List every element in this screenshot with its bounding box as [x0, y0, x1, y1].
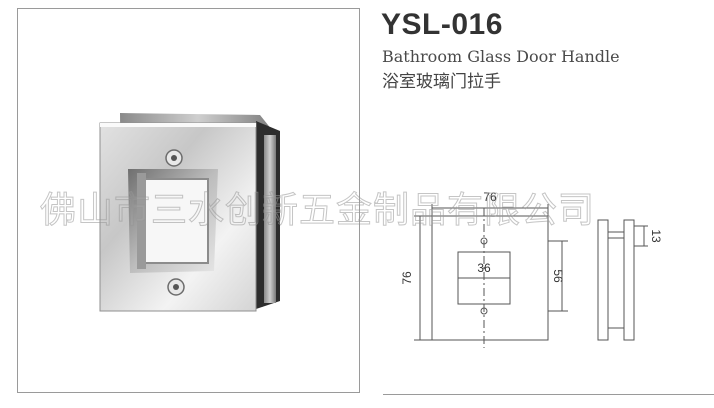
front-plate-top-highlight	[100, 123, 256, 127]
bottom-screw-icon	[167, 278, 185, 296]
drawing-front-plate	[431, 215, 549, 341]
dim-height-label: 76	[400, 271, 414, 285]
product-photo-frame	[17, 8, 360, 393]
product-name-english: Bathroom Glass Door Handle	[382, 47, 620, 66]
dim-opening-label: 36	[477, 261, 491, 275]
top-screw-icon	[165, 149, 183, 167]
door-handle-image	[99, 113, 280, 312]
model-code: YSL-016	[381, 8, 503, 41]
product-name-chinese: 浴室玻璃门拉手	[382, 72, 501, 92]
bottom-divider	[383, 394, 714, 395]
handle-opening	[143, 178, 209, 264]
dim-hole-spacing-label: 56	[551, 269, 565, 283]
drawing-side-plate-left	[597, 219, 609, 341]
technical-drawing: 76 76 36 56 13	[400, 190, 663, 348]
side-edge	[264, 135, 276, 303]
company-watermark: 佛山市三水创新五金制品有限公司	[40, 190, 596, 232]
dim-width-label: 76	[483, 190, 497, 204]
drawing-side-plate-right	[623, 219, 635, 341]
dim-thickness-label: 13	[649, 229, 663, 243]
drawing-side-glass	[607, 231, 625, 329]
opening-left-wall	[137, 173, 146, 269]
